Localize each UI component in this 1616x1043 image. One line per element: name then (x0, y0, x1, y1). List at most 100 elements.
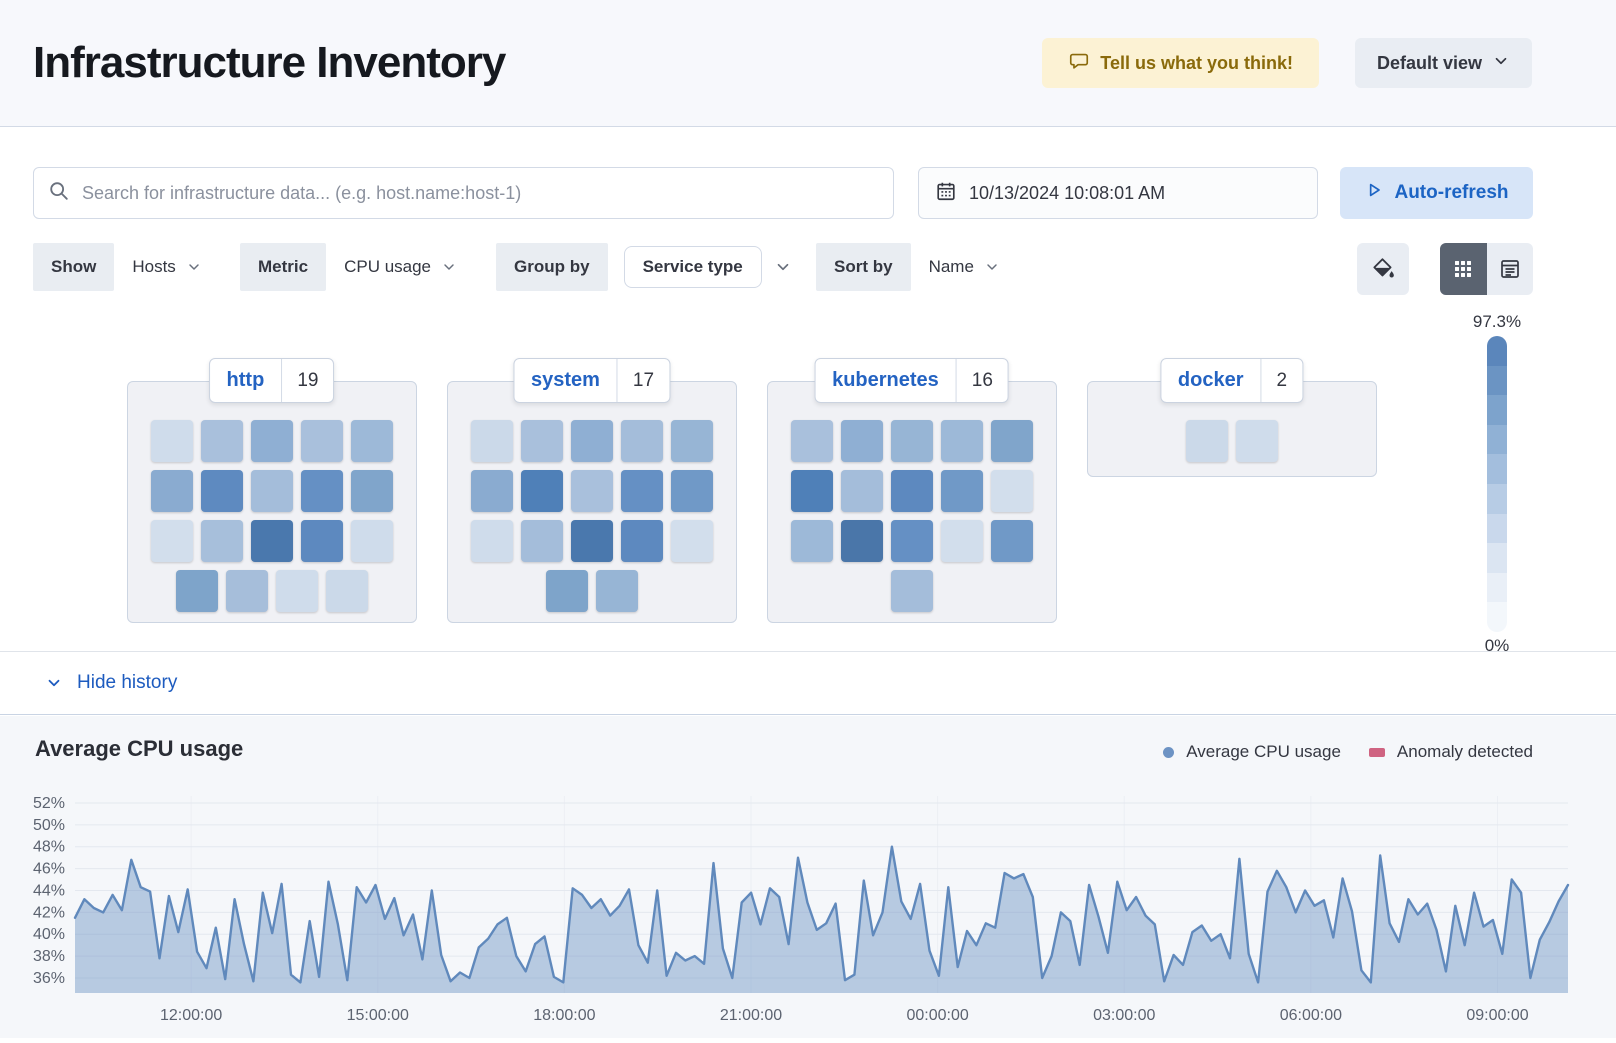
table-icon (1500, 260, 1519, 278)
host-tile[interactable] (520, 520, 563, 562)
hide-history-link[interactable]: Hide history (45, 672, 177, 694)
host-tile[interactable] (940, 470, 983, 512)
host-tile[interactable] (150, 470, 193, 512)
x-axis-tick-label: 06:00:00 (1280, 1007, 1342, 1024)
host-tile[interactable] (200, 520, 243, 562)
cpu-line-series (73, 845, 1570, 984)
host-tile[interactable] (225, 570, 268, 612)
host-tile[interactable] (670, 520, 713, 562)
toolbar: 10/13/2024 10:08:01 AM Auto-refresh (0, 167, 1616, 219)
host-tile[interactable] (570, 420, 613, 462)
search-box (33, 167, 894, 219)
host-tile[interactable] (350, 420, 393, 462)
host-tile[interactable] (275, 570, 318, 612)
host-tile[interactable] (350, 520, 393, 562)
host-tile[interactable] (175, 570, 218, 612)
host-tile[interactable] (300, 420, 343, 462)
host-tile[interactable] (470, 520, 513, 562)
legend-min-value: 0% (1484, 636, 1510, 651)
host-tile[interactable] (840, 470, 883, 512)
grid-view-toggle[interactable] (1440, 243, 1487, 295)
play-icon (1364, 180, 1384, 206)
page-header: Infrastructure Inventory Tell us what yo… (0, 0, 1616, 127)
waffle-legend: 97.3% 0% (1437, 312, 1557, 651)
host-tile[interactable] (470, 470, 513, 512)
chevron-down-icon (48, 679, 60, 687)
waffle-row (448, 520, 736, 562)
default-view-button[interactable]: Default view (1354, 38, 1532, 88)
show-filter-select[interactable]: Hosts (114, 243, 219, 291)
host-tile[interactable] (890, 570, 933, 612)
host-tile[interactable] (570, 520, 613, 562)
host-tile[interactable] (990, 520, 1033, 562)
host-tile[interactable] (670, 420, 713, 462)
host-tile[interactable] (200, 420, 243, 462)
search-input[interactable] (82, 182, 879, 204)
host-tile[interactable] (200, 470, 243, 512)
cpu-legend-label: Average CPU usage (1186, 742, 1341, 761)
host-tile[interactable] (840, 520, 883, 562)
host-tile[interactable] (520, 470, 563, 512)
metric-filter-value: CPU usage (344, 257, 432, 276)
metric-filter-select[interactable]: CPU usage (326, 243, 475, 291)
host-tile[interactable] (990, 420, 1033, 462)
color-palette-button[interactable] (1357, 243, 1409, 295)
waffle-row (128, 470, 416, 512)
host-tile[interactable] (890, 470, 933, 512)
host-tile[interactable] (250, 420, 293, 462)
cpu-legend-dot-icon (1163, 746, 1175, 758)
feedback-button[interactable]: Tell us what you think! (1042, 38, 1319, 88)
waffle-row (768, 520, 1056, 562)
history-panel: Average CPU usage Average CPU usage Anom… (0, 716, 1616, 1038)
host-tile[interactable] (545, 570, 588, 612)
waffle-row (448, 470, 736, 512)
host-tile[interactable] (570, 470, 613, 512)
host-tile[interactable] (620, 520, 663, 562)
host-tile[interactable] (300, 470, 343, 512)
host-tile[interactable] (520, 420, 563, 462)
group-count: 17 (616, 359, 669, 402)
host-tile[interactable] (790, 470, 833, 512)
host-tile[interactable] (150, 520, 193, 562)
x-axis-tick-label: 03:00:00 (1093, 1007, 1155, 1024)
host-tile[interactable] (790, 520, 833, 562)
host-tile[interactable] (940, 420, 983, 462)
host-tile[interactable] (790, 420, 833, 462)
legend-max-value: 97.3% (1472, 312, 1522, 331)
host-tile[interactable] (840, 420, 883, 462)
groupby-filter-expand[interactable] (762, 243, 804, 291)
groupby-filter-select[interactable]: Service type (623, 246, 762, 288)
host-tile[interactable] (890, 520, 933, 562)
host-tile[interactable] (1185, 420, 1228, 462)
sortby-filter-select[interactable]: Name (911, 243, 1018, 291)
host-tile[interactable] (470, 420, 513, 462)
host-tile[interactable] (150, 420, 193, 462)
auto-refresh-button[interactable]: Auto-refresh (1340, 167, 1533, 219)
host-tile[interactable] (595, 570, 638, 612)
host-tile[interactable] (990, 470, 1033, 512)
host-tile[interactable] (350, 470, 393, 512)
host-tile[interactable] (620, 470, 663, 512)
date-picker[interactable]: 10/13/2024 10:08:01 AM (918, 167, 1318, 219)
host-tile[interactable] (300, 520, 343, 562)
host-tile[interactable] (890, 420, 933, 462)
host-tile[interactable] (250, 470, 293, 512)
metric-filter-label: Metric (240, 243, 327, 291)
host-tile[interactable] (670, 470, 713, 512)
search-icon (48, 180, 70, 207)
table-view-toggle[interactable] (1487, 243, 1534, 295)
y-axis-tick-label: 50% (33, 817, 65, 834)
host-tile[interactable] (1235, 420, 1278, 462)
host-tile[interactable] (325, 570, 368, 612)
host-tile[interactable] (940, 520, 983, 562)
host-tile[interactable] (250, 520, 293, 562)
host-tile[interactable] (620, 420, 663, 462)
